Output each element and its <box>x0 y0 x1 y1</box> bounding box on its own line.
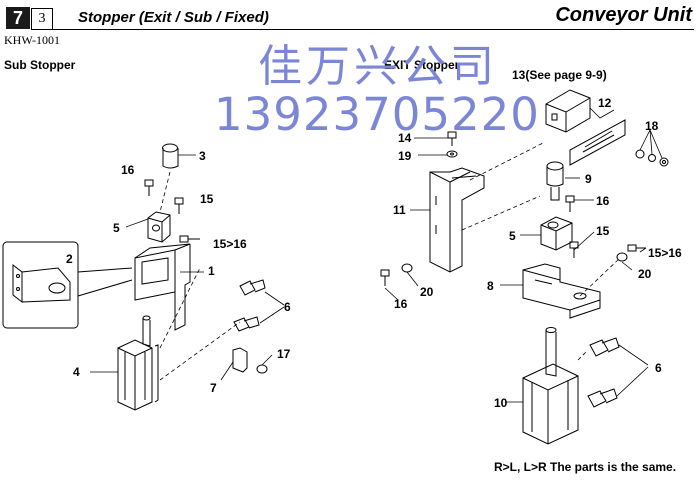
section-exit-stopper: EXIT Stopper <box>384 58 460 72</box>
callout-16-left: 16 <box>121 163 135 177</box>
plate-part-11 <box>429 167 485 273</box>
callout-5-left: 5 <box>113 221 120 235</box>
header-rule <box>52 29 694 30</box>
chapter-number: 7 <box>6 7 30 29</box>
callout-17: 17 <box>277 347 291 361</box>
callout-11: 11 <box>393 203 406 217</box>
model-code: KHW-1001 <box>4 33 60 47</box>
callout-15-right: 15 <box>596 224 610 238</box>
callout-6-left: 6 <box>284 300 291 314</box>
footnote: R>L, L>R The parts is the same. <box>494 460 677 474</box>
callout-3: 3 <box>199 149 206 163</box>
inset-detail-box <box>2 241 133 329</box>
callout-6-right: 6 <box>655 361 662 375</box>
bracket-part-1 <box>134 243 191 331</box>
callout-7: 7 <box>210 381 217 395</box>
fittings-part-6 <box>233 279 266 332</box>
cylinder-part-10 <box>522 327 579 445</box>
callout-8: 8 <box>487 279 494 293</box>
block-part-5-right <box>540 216 573 251</box>
callout-18: 18 <box>645 119 659 133</box>
callout-14: 14 <box>398 131 412 145</box>
bracket-part-12 <box>569 119 626 166</box>
callout-15-left: 15 <box>200 192 214 206</box>
block-part-5 <box>147 211 171 243</box>
callout-15to16-left: 15>16 <box>213 237 247 251</box>
callout-10: 10 <box>494 396 508 410</box>
watermark-company: 佳万兴公司 <box>258 41 498 92</box>
callout-5-right: 5 <box>509 229 516 243</box>
callout-16-right-b: 16 <box>394 297 408 311</box>
callout-19: 19 <box>398 149 412 163</box>
callout-2: 2 <box>66 252 73 266</box>
stopper-rod-part-3 <box>162 143 179 169</box>
screws-left <box>144 179 268 374</box>
watermark-phone: 13923705220 <box>214 88 540 141</box>
sensor-part-13 <box>545 89 591 133</box>
fittings-part-6-right <box>587 337 620 408</box>
callout-12: 12 <box>598 96 612 110</box>
callout-20-right-b: 20 <box>420 285 434 299</box>
clip-part-7 <box>232 347 248 373</box>
screw-washer-14-19 <box>446 131 458 158</box>
callout-13: 13(See page 9-9) <box>512 68 607 82</box>
bracket-part-8 <box>522 263 601 319</box>
callout-20-right-a: 20 <box>638 267 652 281</box>
page-title: Stopper (Exit / Sub / Fixed) <box>78 9 269 26</box>
callout-4: 4 <box>73 365 80 379</box>
callout-15to16-right: 15>16 <box>648 246 682 260</box>
callout-16-right-a: 16 <box>596 194 610 208</box>
cylinder-part-4 <box>117 315 159 411</box>
stopper-rod-part-9 <box>546 161 564 201</box>
page-number: 3 <box>31 8 53 30</box>
callout-1: 1 <box>208 264 215 278</box>
section-sub-stopper: Sub Stopper <box>4 58 76 72</box>
callout-9: 9 <box>585 172 592 186</box>
unit-title: Conveyor Unit <box>555 4 692 26</box>
